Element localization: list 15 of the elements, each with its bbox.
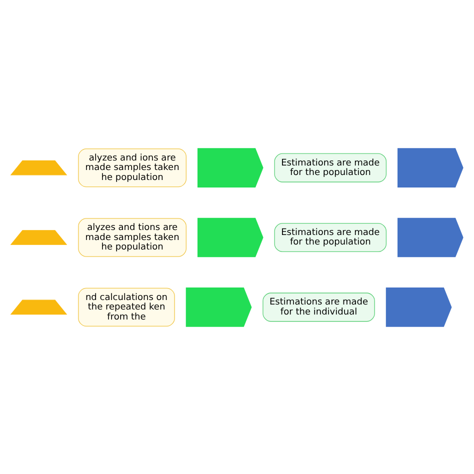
- node-box: Estimations are made for the population: [274, 222, 387, 252]
- node-tab: [10, 230, 68, 244]
- node-chevron: [186, 287, 252, 326]
- node-box: Estimations are made for the individual: [262, 292, 375, 322]
- node-tab: [10, 160, 68, 175]
- node-chevron: [398, 148, 464, 187]
- node-tab: [10, 299, 68, 314]
- node-box: nd calculations on the repeated ken from the: [78, 287, 175, 326]
- node-chevron: [386, 287, 452, 326]
- node-chevron: [197, 217, 264, 257]
- node-box: alyzes and ions are made samples taken he population: [78, 148, 186, 187]
- node-box: alyzes and tions are made samples taken he population: [78, 218, 186, 256]
- node-chevron: [197, 148, 264, 187]
- node-chevron: [398, 217, 464, 257]
- node-box: Estimations are made for the population: [274, 152, 387, 182]
